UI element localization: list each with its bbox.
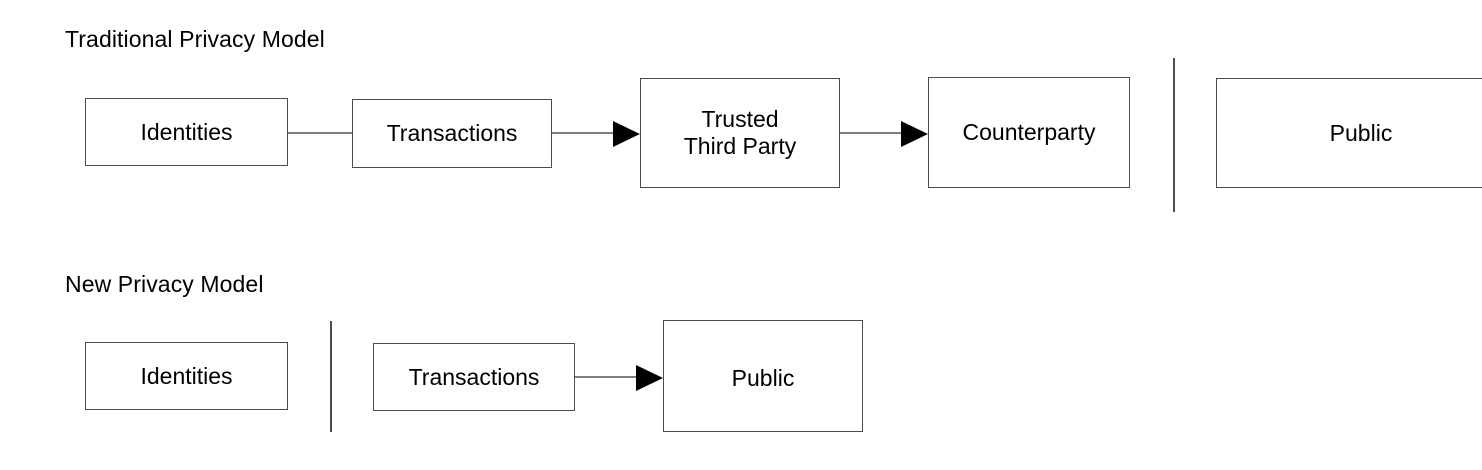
connector-trusted-third-party-to-counterparty bbox=[840, 132, 902, 134]
privacy-boundary-divider-traditional bbox=[1173, 58, 1175, 212]
node-transactions-new[interactable]: Transactions bbox=[373, 343, 575, 411]
node-label: Transactions bbox=[386, 120, 518, 146]
section-title-traditional: Traditional Privacy Model bbox=[65, 26, 325, 52]
privacy-boundary-divider-new bbox=[330, 321, 332, 432]
connector-transactions-to-trusted-third-party bbox=[552, 132, 614, 134]
arrowhead-icon-to-public bbox=[636, 365, 663, 391]
connector-identities-to-transactions bbox=[288, 132, 352, 134]
node-label: Public bbox=[1329, 119, 1393, 146]
node-transactions-traditional[interactable]: Transactions bbox=[352, 99, 552, 168]
section-title-new: New Privacy Model bbox=[65, 271, 264, 297]
node-counterparty[interactable]: Counterparty bbox=[928, 77, 1130, 188]
node-label: Identities bbox=[140, 362, 233, 389]
node-label: Identities bbox=[140, 118, 233, 145]
node-label: Transactions bbox=[408, 363, 540, 390]
node-label: Trusted Third Party bbox=[683, 106, 797, 159]
arrowhead-icon-to-trusted-third-party bbox=[613, 121, 640, 147]
node-identities-new[interactable]: Identities bbox=[85, 342, 288, 410]
node-trusted-third-party[interactable]: Trusted Third Party bbox=[640, 78, 840, 188]
node-public-new[interactable]: Public bbox=[663, 320, 863, 432]
node-label: Public bbox=[731, 365, 795, 391]
connector-transactions-to-public bbox=[575, 376, 636, 378]
node-identities-traditional[interactable]: Identities bbox=[85, 98, 288, 166]
arrowhead-icon-to-counterparty bbox=[901, 121, 928, 147]
node-label: Counterparty bbox=[962, 119, 1096, 145]
node-public-traditional[interactable]: Public bbox=[1216, 78, 1482, 188]
